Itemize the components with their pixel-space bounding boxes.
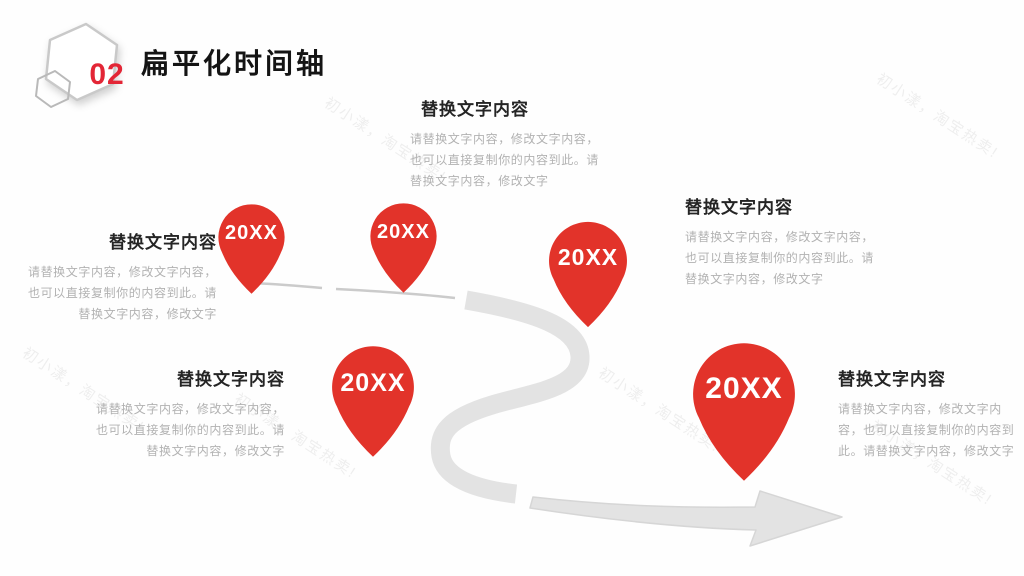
map-pin-icon bbox=[370, 203, 437, 293]
map-pin-icon bbox=[218, 204, 285, 294]
timeline-pin-4[interactable]: 20XX bbox=[328, 342, 418, 461]
hexagon-badge-icon bbox=[35, 22, 119, 108]
timeline-block-top-center[interactable]: 替换文字内容 请替换文字内容，修改文字内容，也可以直接复制你的内容到此。请替换文… bbox=[410, 95, 602, 192]
pin-year-label: 20XX bbox=[377, 221, 430, 243]
timeline-pin-5[interactable]: 20XX bbox=[688, 338, 800, 486]
block-heading: 替换文字内容 bbox=[685, 198, 793, 217]
pin-year-label: 20XX bbox=[225, 222, 278, 244]
timeline-pin-1[interactable]: 20XX bbox=[215, 201, 288, 297]
map-pin-icon bbox=[693, 343, 795, 481]
block-body: 请替换文字内容，修改文字内容，也可以直接复制你的内容到此。请替换文字内容，修改文… bbox=[410, 132, 600, 188]
road-line-segment bbox=[335, 287, 456, 300]
timeline-block-left[interactable]: 替换文字内容 请替换文字内容，修改文字内容，也可以直接复制你的内容到此。请替换文… bbox=[25, 228, 217, 325]
timeline-pin-3[interactable]: 20XX bbox=[545, 218, 631, 331]
map-pin-icon bbox=[332, 346, 414, 457]
road-arrow-icon bbox=[529, 490, 843, 547]
block-heading: 替换文字内容 bbox=[177, 370, 285, 389]
timeline-block-bottom-left[interactable]: 替换文字内容 请替换文字内容，修改文字内容，也可以直接复制你的内容到此。请替换文… bbox=[93, 365, 285, 462]
section-number: 02 bbox=[89, 58, 125, 91]
pin-year-label: 20XX bbox=[705, 372, 783, 405]
road-ribbon bbox=[430, 290, 590, 504]
block-heading: 替换文字内容 bbox=[838, 370, 946, 389]
timeline-block-right[interactable]: 替换文字内容 请替换文字内容，修改文字内容，也可以直接复制你的内容到此。请替换文… bbox=[685, 193, 877, 290]
page-title[interactable]: 扁平化时间轴 bbox=[141, 48, 328, 79]
block-heading: 替换文字内容 bbox=[421, 100, 529, 119]
block-body: 请替换文字内容，修改文字内容，也可以直接复制你的内容到此。请替换文字内容，修改文… bbox=[838, 402, 1015, 458]
block-body: 请替换文字内容，修改文字内容，也可以直接复制你的内容到此。请替换文字内容，修改文… bbox=[95, 402, 285, 458]
pin-year-label: 20XX bbox=[557, 244, 619, 270]
timeline-block-bottom-right[interactable]: 替换文字内容 请替换文字内容，修改文字内容，也可以直接复制你的内容到此。请替换文… bbox=[838, 365, 1018, 462]
block-heading: 替换文字内容 bbox=[109, 233, 217, 252]
section-badge[interactable]: 02 bbox=[24, 14, 144, 129]
pin-year-label: 20XX bbox=[340, 369, 406, 397]
map-pin-icon bbox=[549, 221, 627, 328]
timeline-pin-2[interactable]: 20XX bbox=[367, 200, 440, 296]
block-body: 请替换文字内容，修改文字内容，也可以直接复制你的内容到此。请替换文字内容，修改文… bbox=[685, 230, 875, 286]
block-body: 请替换文字内容，修改文字内容，也可以直接复制你的内容到此。请替换文字内容，修改文… bbox=[27, 265, 217, 321]
